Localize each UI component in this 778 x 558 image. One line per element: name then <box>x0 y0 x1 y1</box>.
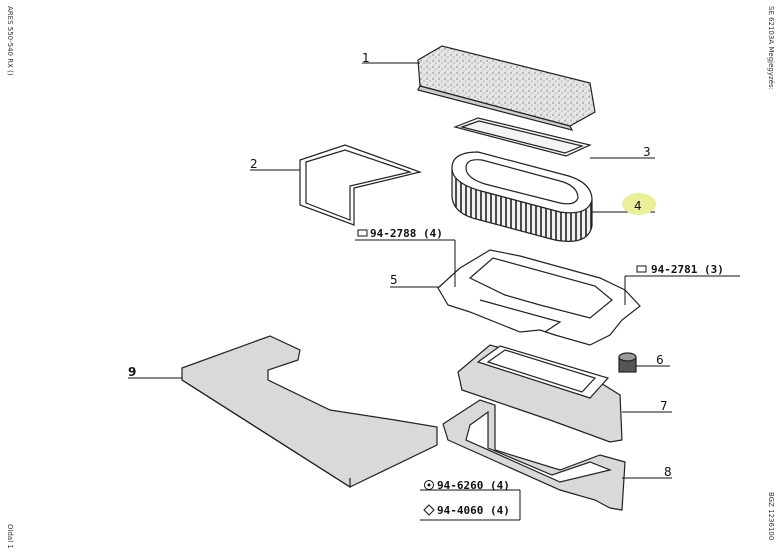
ref-94-2781: 94-2781 (3) <box>636 263 724 276</box>
callout-8: 8 <box>664 465 672 479</box>
ref-label-94-4060: 94-4060 (4) <box>437 504 510 517</box>
callout-6: 6 <box>656 353 664 367</box>
callout-numbers: 1 2 3 4 5 6 7 8 9 <box>128 51 672 479</box>
callout-5: 5 <box>390 273 398 287</box>
callout-9: 9 <box>128 365 136 379</box>
callout-3: 3 <box>643 145 651 159</box>
part-8-frame <box>442 399 626 511</box>
callout-2: 2 <box>250 157 258 171</box>
ref-94-4060: 94-4060 (4) <box>423 504 510 517</box>
part-9-seal <box>181 335 438 489</box>
part-5-tray <box>437 249 641 346</box>
part-3-gasket <box>453 117 592 157</box>
part-7-duct <box>457 344 623 443</box>
callout-1: 1 <box>362 51 370 65</box>
ref-label-94-6260: 94-6260 (4) <box>437 479 510 492</box>
ref-94-2788: 94-2788 (4) <box>357 227 443 240</box>
fastener-refs: 94-2788 (4) 94-2781 (3) 94-6260 (4) 94-4… <box>357 227 724 517</box>
callout-4: 4 <box>634 199 642 213</box>
callout-7: 7 <box>660 399 668 413</box>
ref-94-6260: 94-6260 (4) <box>424 479 510 492</box>
part-4-filter <box>451 151 593 242</box>
leader-lines <box>128 62 740 521</box>
part-2-bracket <box>299 144 423 226</box>
ref-label-94-2781: 94-2781 (3) <box>651 263 724 276</box>
callout-highlight <box>622 193 656 215</box>
part-6-bushing <box>618 352 637 373</box>
part-1-cover <box>417 45 596 131</box>
ref-label-94-2788: 94-2788 (4) <box>370 227 443 240</box>
